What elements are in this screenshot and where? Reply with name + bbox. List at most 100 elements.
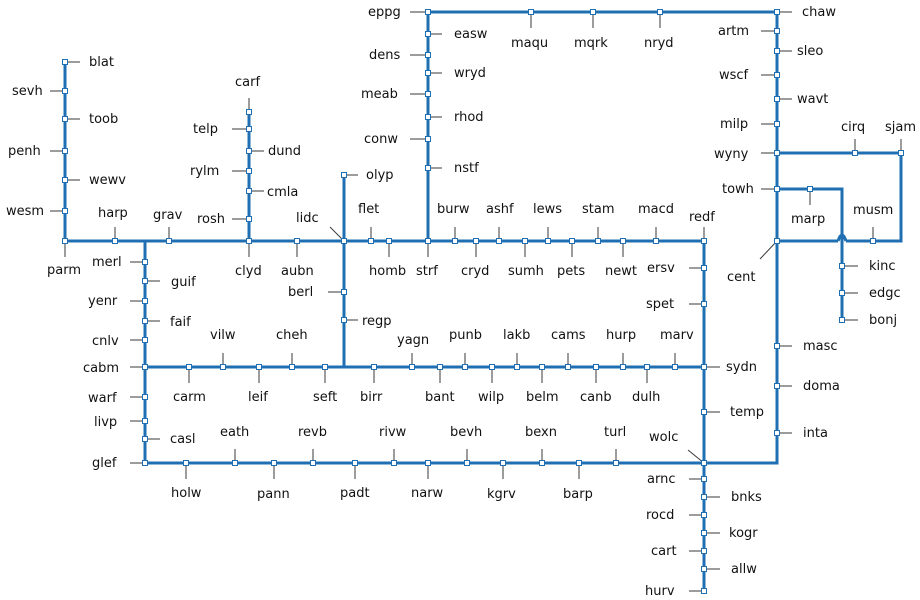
- station-marker-turl[interactable]: [613, 460, 619, 466]
- station-marker-nryd[interactable]: [657, 9, 663, 15]
- station-marker-telp[interactable]: [246, 126, 252, 132]
- station-marker-faif[interactable]: [142, 318, 148, 324]
- station-marker-easw[interactable]: [425, 31, 431, 37]
- station-marker-milp[interactable]: [774, 121, 780, 127]
- station-marker-cabm[interactable]: [142, 364, 148, 370]
- station-marker-dund[interactable]: [246, 148, 252, 154]
- station-marker-flet[interactable]: [368, 238, 374, 244]
- station-marker-pets[interactable]: [569, 238, 575, 244]
- station-marker-towh[interactable]: [774, 186, 780, 192]
- station-marker-glef[interactable]: [142, 460, 148, 466]
- station-marker-bonj[interactable]: [839, 317, 845, 323]
- station-marker-strf[interactable]: [425, 238, 431, 244]
- station-marker-grav[interactable]: [166, 238, 172, 244]
- station-marker-bnks[interactable]: [701, 494, 707, 500]
- station-marker-casl[interactable]: [142, 436, 148, 442]
- station-marker-blat[interactable]: [62, 59, 68, 65]
- station-marker-carm[interactable]: [186, 364, 192, 370]
- station-marker-vilw[interactable]: [220, 364, 226, 370]
- station-marker-eppg[interactable]: [425, 9, 431, 15]
- station-marker-punb[interactable]: [462, 364, 468, 370]
- station-marker-sydn[interactable]: [701, 364, 707, 370]
- station-marker-redf[interactable]: [701, 238, 707, 244]
- station-marker-masc[interactable]: [774, 343, 780, 349]
- station-marker-harp[interactable]: [112, 238, 118, 244]
- station-marker-kogr[interactable]: [701, 530, 707, 536]
- station-marker-dulh[interactable]: [644, 364, 650, 370]
- station-marker-stam[interactable]: [595, 238, 601, 244]
- station-marker-wavt[interactable]: [774, 96, 780, 102]
- station-marker-sjam[interactable]: [898, 150, 904, 156]
- station-marker-warf[interactable]: [142, 394, 148, 400]
- station-marker-conw[interactable]: [425, 136, 431, 142]
- station-marker-cams[interactable]: [565, 364, 571, 370]
- station-marker-regp[interactable]: [341, 317, 347, 323]
- station-marker-bexn[interactable]: [539, 460, 545, 466]
- station-marker-yenr[interactable]: [142, 298, 148, 304]
- station-marker-artm[interactable]: [774, 28, 780, 34]
- station-marker-burw[interactable]: [452, 238, 458, 244]
- station-marker-spet[interactable]: [701, 301, 707, 307]
- station-marker-wesm[interactable]: [62, 208, 68, 214]
- station-marker-belm[interactable]: [539, 364, 545, 370]
- station-marker-clyd[interactable]: [246, 238, 252, 244]
- station-marker-dens[interactable]: [425, 52, 431, 58]
- station-marker-sleo[interactable]: [774, 48, 780, 54]
- station-marker-lakb[interactable]: [514, 364, 520, 370]
- station-marker-edgc[interactable]: [839, 290, 845, 296]
- station-marker-lidc[interactable]: [341, 238, 347, 244]
- station-marker-canb[interactable]: [593, 364, 599, 370]
- station-marker-rosh[interactable]: [246, 216, 252, 222]
- station-marker-sevh[interactable]: [62, 88, 68, 94]
- station-marker-cnlv[interactable]: [142, 337, 148, 343]
- station-marker-kgrv[interactable]: [500, 460, 506, 466]
- station-marker-rivw[interactable]: [391, 460, 397, 466]
- station-marker-hurp[interactable]: [620, 364, 626, 370]
- station-marker-wyny[interactable]: [774, 150, 780, 156]
- station-marker-aubn[interactable]: [294, 238, 300, 244]
- station-marker-bevh[interactable]: [464, 460, 470, 466]
- station-marker-doma[interactable]: [774, 383, 780, 389]
- station-marker-barp[interactable]: [576, 460, 582, 466]
- station-marker-sumh[interactable]: [522, 238, 528, 244]
- station-marker-cheh[interactable]: [289, 364, 295, 370]
- station-marker-marp[interactable]: [807, 186, 813, 192]
- station-marker-newt[interactable]: [620, 238, 626, 244]
- station-marker-lews[interactable]: [545, 238, 551, 244]
- station-marker-narw[interactable]: [425, 460, 431, 466]
- station-marker-maqu[interactable]: [528, 9, 534, 15]
- station-marker-bant[interactable]: [437, 364, 443, 370]
- station-marker-hurv[interactable]: [701, 588, 707, 594]
- station-marker-ersv[interactable]: [701, 265, 707, 271]
- station-marker-wewv[interactable]: [62, 177, 68, 183]
- station-marker-toob[interactable]: [62, 116, 68, 122]
- station-marker-olyp[interactable]: [341, 172, 347, 178]
- station-marker-yagn[interactable]: [409, 364, 415, 370]
- station-marker-eath[interactable]: [232, 460, 238, 466]
- station-marker-mqrk[interactable]: [590, 9, 596, 15]
- station-marker-leif[interactable]: [256, 364, 262, 370]
- station-marker-birr[interactable]: [371, 364, 377, 370]
- station-marker-wolc[interactable]: [701, 460, 707, 466]
- station-marker-nstf[interactable]: [425, 165, 431, 171]
- station-marker-rylm[interactable]: [246, 168, 252, 174]
- station-marker-guif[interactable]: [142, 278, 148, 284]
- station-marker-holw[interactable]: [183, 460, 189, 466]
- station-marker-wilp[interactable]: [489, 364, 495, 370]
- station-marker-cirq[interactable]: [852, 150, 858, 156]
- station-marker-marv[interactable]: [672, 364, 678, 370]
- station-marker-musm[interactable]: [870, 238, 876, 244]
- station-marker-pann[interactable]: [271, 460, 277, 466]
- station-marker-berl[interactable]: [341, 289, 347, 295]
- station-marker-cent[interactable]: [774, 238, 780, 244]
- station-marker-cmla[interactable]: [246, 188, 252, 194]
- station-marker-padt[interactable]: [352, 460, 358, 466]
- station-marker-penh[interactable]: [62, 148, 68, 154]
- station-marker-seft[interactable]: [322, 364, 328, 370]
- station-marker-wscf[interactable]: [774, 72, 780, 78]
- station-marker-livp[interactable]: [142, 418, 148, 424]
- station-marker-carf[interactable]: [246, 109, 252, 115]
- station-marker-merl[interactable]: [142, 259, 148, 265]
- station-marker-meab[interactable]: [425, 91, 431, 97]
- station-marker-rocd[interactable]: [701, 512, 707, 518]
